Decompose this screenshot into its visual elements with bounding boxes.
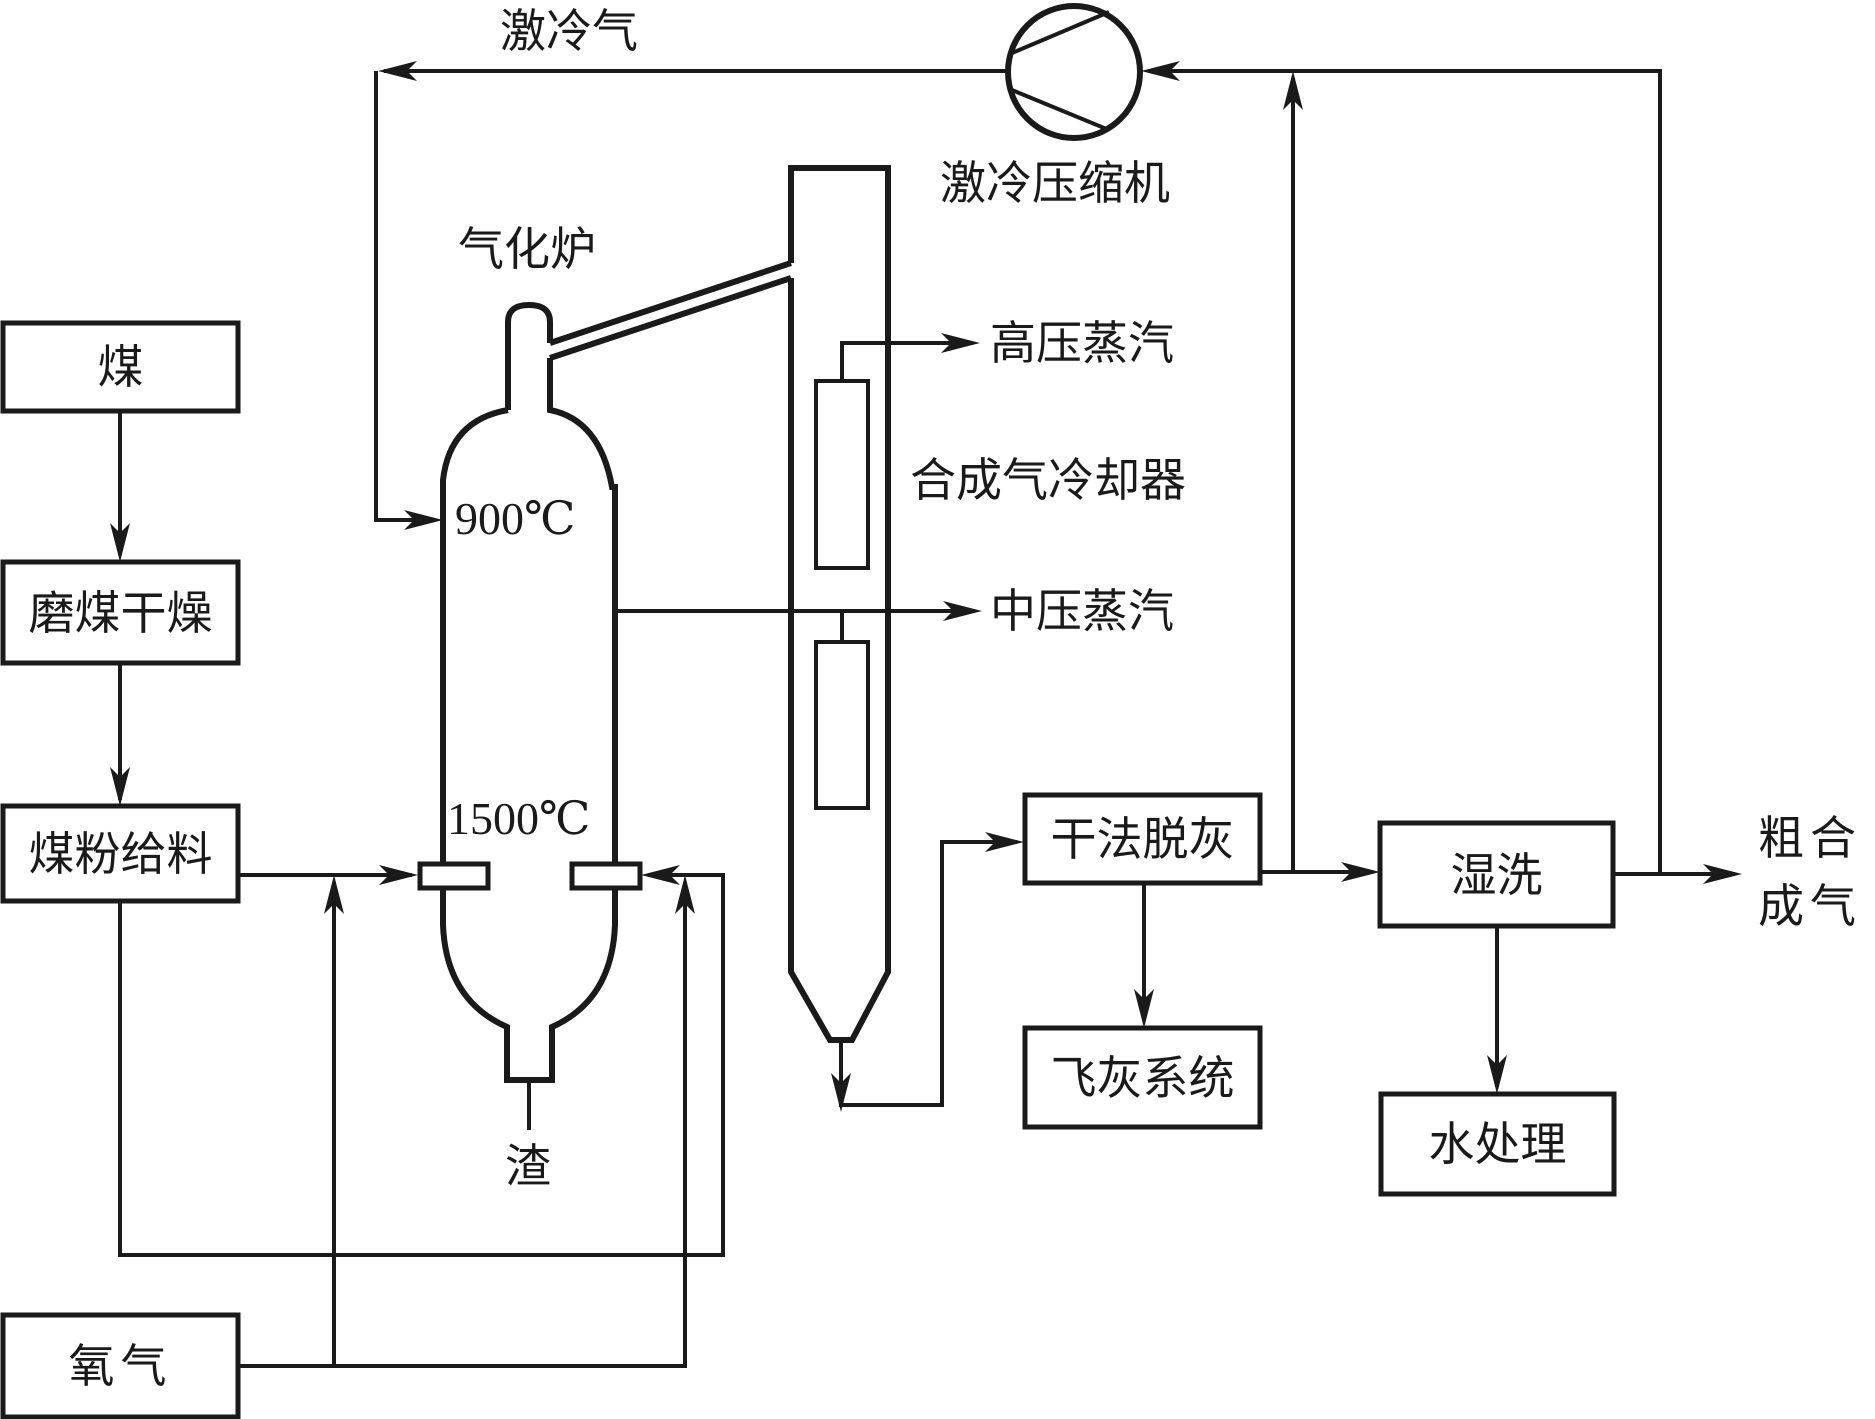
oxygen-label: 氧气	[68, 1339, 173, 1393]
temperature-top-label: 900℃	[455, 493, 576, 544]
arrowhead	[404, 510, 443, 530]
fly-ash-system-label: 飞灰系统	[1050, 1050, 1235, 1105]
arrowhead	[324, 875, 344, 914]
flow-oxygen-main	[238, 882, 687, 1368]
arrowhead	[378, 61, 417, 81]
arrowhead	[831, 1073, 851, 1112]
quench-compressor-icon	[1005, 3, 1143, 141]
quench-compressor-label: 激冷压缩机	[940, 156, 1170, 210]
wet-scrubbing-label: 湿洗	[1450, 847, 1543, 902]
mp-steam-label: 中压蒸汽	[990, 584, 1174, 638]
dry-ash-removal-label: 干法脱灰	[1050, 812, 1235, 866]
flow-hp-steam	[840, 341, 973, 381]
slag-label: 渣	[505, 1139, 551, 1193]
water-treatment-label: 水处理	[1428, 1117, 1567, 1171]
arrowhead	[985, 832, 1024, 852]
gasifier-vessel	[440, 301, 618, 1083]
left-burner	[417, 861, 491, 891]
hp-coil	[814, 379, 870, 570]
arrowhead	[379, 865, 418, 885]
syngas-cooler-column	[788, 165, 891, 1043]
mp-coil	[814, 640, 870, 810]
arrowhead	[941, 333, 980, 353]
right-burner	[569, 861, 643, 891]
arrowhead	[110, 767, 130, 806]
pulverized-feed-label: 煤粉给料	[28, 826, 213, 881]
raw-syngas-label-line2: 成气	[1758, 879, 1862, 933]
gasifier-label: 气化炉	[458, 222, 596, 276]
grinding-drying-label: 磨煤干燥	[28, 585, 213, 640]
gasifier-pipe-lower	[549, 275, 792, 361]
arrowhead	[641, 865, 680, 885]
arrowhead	[943, 601, 982, 621]
arrowhead	[110, 523, 130, 562]
gasifier-pipe-upper	[549, 260, 792, 346]
arrowhead	[1283, 71, 1303, 110]
compressor-blade-upper	[1011, 10, 1110, 55]
arrowhead	[1141, 61, 1180, 81]
dry-ash-removal-box	[1022, 792, 1263, 886]
arrowhead	[1703, 864, 1742, 884]
compressor-blade-lower	[1011, 88, 1110, 132]
flow-quench-gas-down	[374, 71, 436, 522]
temperature-bottom-label: 1500℃	[447, 793, 591, 844]
arrowhead	[1341, 862, 1380, 882]
syngas-cooler-label: 合成气冷却器	[910, 453, 1186, 507]
flow-cooler-to-dry-ash	[839, 840, 1017, 1107]
raw-syngas-label-line1: 粗合	[1758, 811, 1862, 865]
water-treatment-box	[1378, 1091, 1617, 1197]
flow-recycle-from-wet	[1148, 69, 1662, 874]
coal-label: 煤	[97, 340, 144, 394]
fly-ash-system-box	[1022, 1025, 1263, 1130]
arrowhead	[675, 875, 695, 914]
arrowhead	[1134, 989, 1154, 1028]
flow-feed-to-right-burner	[118, 873, 725, 1257]
arrowhead	[1487, 1055, 1507, 1094]
quench-gas-label: 激冷气	[500, 4, 638, 58]
hp-steam-label: 高压蒸汽	[990, 316, 1174, 370]
